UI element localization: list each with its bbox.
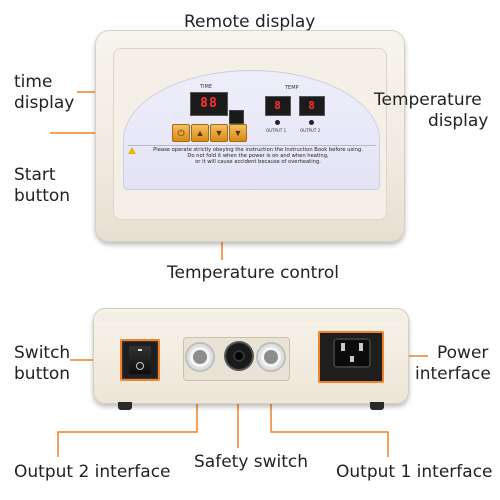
label-power-interface-2: interface <box>415 364 491 384</box>
label-output2-interface: Output 2 interface <box>14 462 171 482</box>
switch-off-mark <box>136 362 144 370</box>
label-time-display-2: display <box>14 93 75 113</box>
label-temperature-display-1: Temperature <box>374 90 482 110</box>
output1-indicator <box>275 120 280 125</box>
switch-highlight <box>120 339 160 381</box>
safety-switch-core <box>233 350 245 362</box>
label-switch-button-2: button <box>14 364 71 384</box>
label-temperature-display-2: display <box>428 111 489 131</box>
label-temperature-control: Temperature control <box>167 263 340 283</box>
warning-text: Please operate strictly obeying the inst… <box>142 147 374 165</box>
remote-display <box>229 110 244 124</box>
label-safety-switch: Safety switch <box>194 452 309 472</box>
power-interface[interactable] <box>333 338 371 368</box>
power-highlight <box>318 331 384 383</box>
label-remote-display: Remote display <box>184 12 316 32</box>
warning-strip <box>128 145 376 174</box>
temp-up-button[interactable]: ▲ <box>191 124 209 142</box>
warning-line-3: or it will cause accident because of ove… <box>195 159 321 165</box>
label-power-interface-1: Power <box>437 343 489 363</box>
switch-on-mark <box>138 349 142 351</box>
warning-line-1: Please operate strictly obeying the inst… <box>153 147 363 153</box>
label-time-display-1: time <box>14 72 53 92</box>
control-panel <box>123 70 380 190</box>
temperature-display-1: 8 <box>265 96 291 116</box>
warning-icon <box>128 147 136 154</box>
output1-panel-label: OUTPUT 1 <box>266 128 287 133</box>
temp-down-button[interactable]: ▼ <box>210 124 228 142</box>
warning-line-2: Do not fold it when the power is on and … <box>187 153 329 159</box>
start-button[interactable]: ⏻ <box>172 124 190 142</box>
switch-button[interactable] <box>129 346 151 374</box>
label-switch-button-1: Switch <box>14 343 71 363</box>
label-output1-interface: Output 1 interface <box>336 462 493 482</box>
output2-indicator <box>309 120 314 125</box>
power-pin-ground <box>350 356 354 362</box>
device-foot-left <box>118 402 132 410</box>
power-pin-right <box>359 343 363 351</box>
output1-socket <box>264 350 278 364</box>
power-pin-left <box>341 343 345 351</box>
temp-title: TEMP <box>285 85 299 91</box>
temperature-display-2: 8 <box>299 96 325 116</box>
time-title: TIME <box>200 84 213 90</box>
down-arrow-icon: ▼ <box>233 128 243 138</box>
label-start-button-2: button <box>14 186 71 206</box>
device-foot-right <box>370 402 384 410</box>
device-back-top <box>97 312 405 322</box>
time-display: 88 <box>190 92 228 116</box>
up-arrow-icon: ▲ <box>195 128 205 138</box>
output2-socket <box>193 350 207 364</box>
output2-panel-label: OUTPUT 2 <box>300 128 321 133</box>
down-arrow-icon: ▼ <box>214 128 224 138</box>
time-button[interactable]: ▼ <box>229 124 247 142</box>
power-icon: ⏻ <box>177 128 185 138</box>
label-start-button-1: Start <box>14 165 56 185</box>
